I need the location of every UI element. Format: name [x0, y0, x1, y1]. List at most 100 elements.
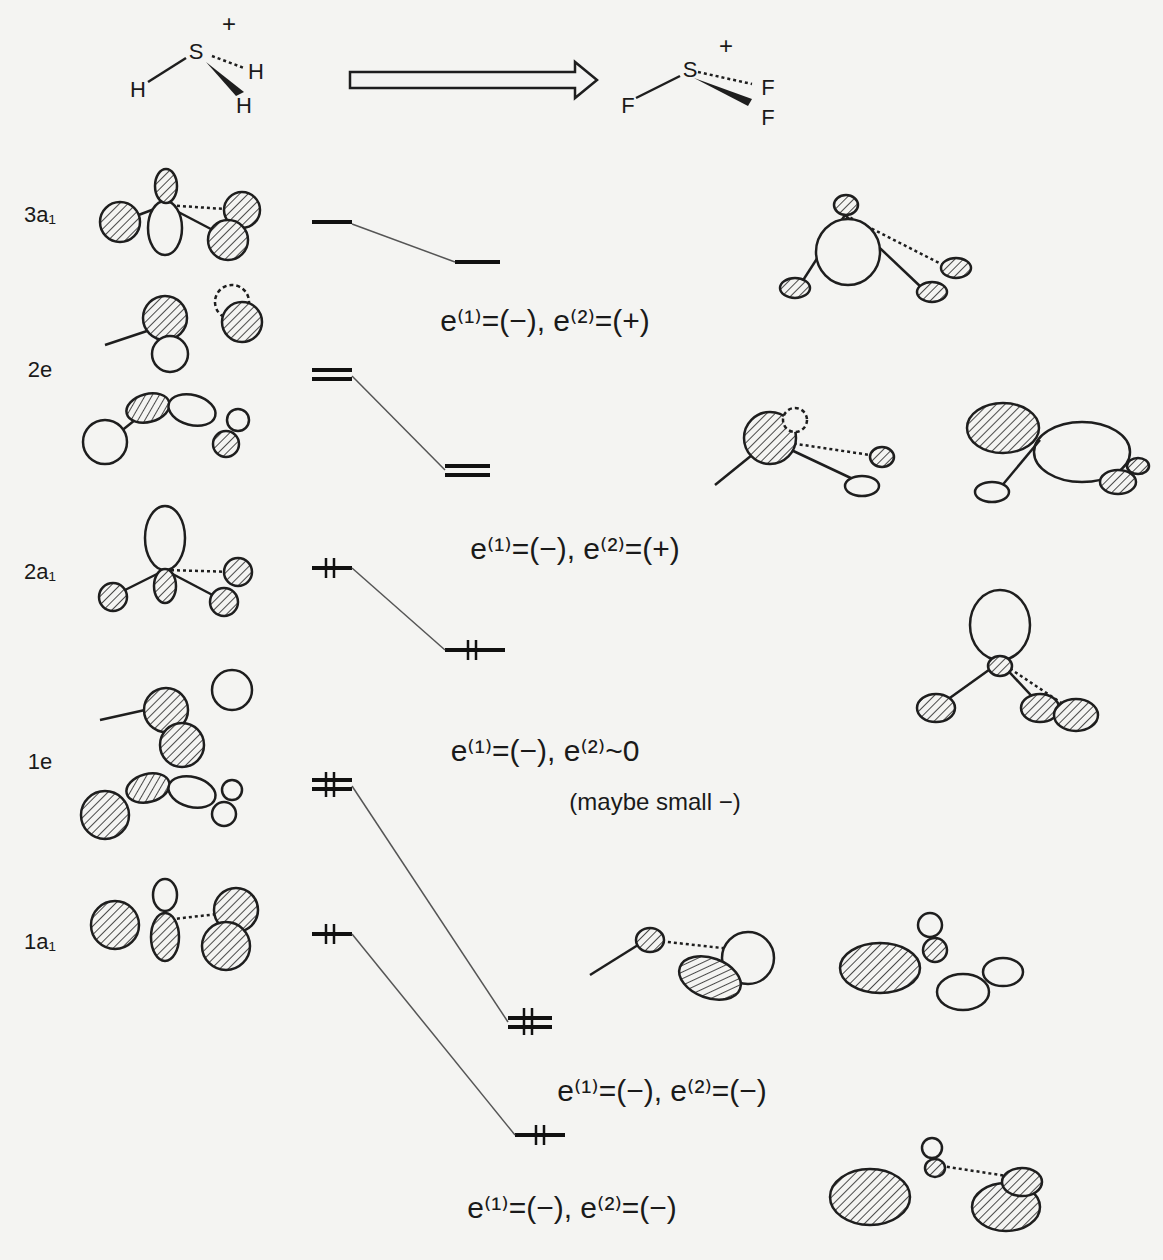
- orbital-2e-right-part: [975, 482, 1009, 502]
- energy-levels-part: [508, 1016, 552, 1020]
- orbital-1a1-left-part: [151, 913, 179, 961]
- orbital-3a1-left-part: [100, 202, 140, 242]
- energy-levels-part: [312, 932, 352, 936]
- electron-marks-part: [523, 1008, 526, 1035]
- electron-marks-part: [467, 640, 470, 660]
- orbital-1e-left-part: [222, 780, 242, 800]
- orbital-3a1-left-part: [148, 201, 182, 255]
- orbital-2e-left-part: [105, 330, 150, 345]
- perturbation-note: e⁽¹⁾=(−), e⁽²⁾~0: [451, 734, 640, 767]
- orbital-label: 1e: [28, 750, 52, 774]
- electron-marks-part: [543, 1125, 546, 1145]
- orbital-1e-right-part: [673, 948, 747, 1007]
- energy-levels-part: [312, 778, 352, 782]
- orbital-1e-left-part: [165, 771, 219, 812]
- atom-label: F: [761, 106, 774, 130]
- orbital-1a1-right-part: [922, 1138, 942, 1158]
- orbital-1e-left-part: [100, 710, 145, 720]
- electron-marks-part: [325, 558, 328, 578]
- orbital-2e-right-part: [1100, 470, 1136, 494]
- reaction-arrow: [350, 62, 597, 98]
- orbital-1e-right-part: [590, 945, 638, 975]
- orbital-1e-left-part: [123, 769, 173, 807]
- electron-marks-part: [475, 640, 478, 660]
- orbital-2e-left: [83, 285, 262, 464]
- electron-marks-part: [333, 558, 336, 578]
- orbital-label: 2e: [28, 358, 52, 382]
- orbital-2a1-left-part: [99, 583, 127, 611]
- atom-label: H: [248, 60, 264, 84]
- orbital-1a1-right-part: [830, 1169, 910, 1225]
- orbital-2e-right-part: [1127, 458, 1149, 474]
- electron-marks-part: [325, 924, 328, 944]
- electron-marks-part: [535, 1125, 538, 1145]
- sf3-structure-part: [694, 78, 752, 106]
- orbital-1e-left-part: [212, 670, 252, 710]
- correlation-lines-part: [352, 934, 515, 1135]
- atom-label: S: [683, 58, 698, 82]
- orbital-2a1-right-part: [988, 656, 1012, 676]
- energy-levels-part: [312, 566, 352, 570]
- orbital-1e-right-part: [840, 943, 920, 993]
- electron-marks-part: [333, 924, 336, 944]
- orbital-1e-right-part: [918, 913, 942, 937]
- orbital-1e-left-part: [212, 802, 236, 826]
- sh3-structure-part: [148, 58, 186, 82]
- energy-levels-part: [455, 260, 500, 264]
- atom-label: H: [130, 78, 146, 102]
- energy-levels-part: [312, 787, 352, 791]
- orbital-label: 3a₁: [24, 203, 56, 227]
- electron-marks-part: [325, 772, 328, 797]
- atom-label: F: [761, 76, 774, 100]
- orbital-2e-left-part: [152, 336, 188, 372]
- correlation-lines-part: [352, 224, 455, 262]
- energy-levels-part: [515, 1133, 565, 1137]
- orbital-2e-right-part: [870, 447, 894, 467]
- correlation-lines: [352, 224, 515, 1135]
- orbital-3a1-right-part: [917, 282, 947, 302]
- orbital-2e-right-part: [967, 403, 1039, 453]
- orbital-label: 1a₁: [24, 930, 56, 954]
- atom-label: S: [189, 40, 204, 64]
- sf3-structure-part: [636, 76, 680, 98]
- orbital-1e-right-part: [923, 938, 947, 962]
- orbital-3a1-right-part: [941, 258, 971, 278]
- orbital-2e-right: [715, 403, 1149, 502]
- orbital-2e-right-part: [845, 476, 879, 496]
- orbital-1a1-right: [830, 1138, 1042, 1231]
- correlation-lines-part: [352, 786, 508, 1022]
- sh3-structure-part: [206, 62, 244, 96]
- orbital-1e-left: [81, 670, 252, 839]
- orbital-2a1-left-part: [210, 588, 238, 616]
- orbital-1e-left-part: [160, 723, 204, 767]
- reaction-arrow-part: [350, 62, 597, 98]
- perturbation-note: e⁽¹⁾=(−), e⁽²⁾=(−): [557, 1074, 767, 1107]
- charge-sign: +: [719, 33, 733, 59]
- orbital-2a1-right-part: [970, 590, 1030, 660]
- orbital-1a1-right-part: [925, 1159, 945, 1177]
- orbital-1a1-left: [91, 879, 258, 970]
- orbital-1a1-left-part: [202, 922, 250, 970]
- orbital-1e-right-part: [983, 958, 1023, 986]
- orbital-2e-left-part: [123, 389, 173, 427]
- charge-sign: +: [222, 11, 236, 37]
- electron-marks-part: [531, 1008, 534, 1035]
- energy-levels-part: [312, 377, 352, 381]
- orbital-3a1-right-part: [816, 219, 880, 285]
- orbital-2a1-right-part: [917, 694, 955, 722]
- orbital-1e-left-part: [81, 791, 129, 839]
- orbital-2e-left-part: [83, 420, 127, 464]
- orbital-1a1-left-part: [153, 879, 177, 911]
- electron-marks: [326, 558, 544, 1145]
- orbital-2e-left-part: [165, 389, 219, 430]
- orbital-1e-right: [590, 913, 1023, 1010]
- sh3-structure-part: [212, 56, 244, 68]
- orbital-2a1-left: [99, 506, 252, 616]
- energy-levels-part: [508, 1025, 552, 1029]
- energy-levels-part: [445, 473, 490, 477]
- correlation-lines-part: [352, 376, 445, 470]
- sf3-structure-part: [698, 72, 752, 84]
- energy-levels-part: [312, 368, 352, 372]
- energy-levels: [312, 222, 565, 1135]
